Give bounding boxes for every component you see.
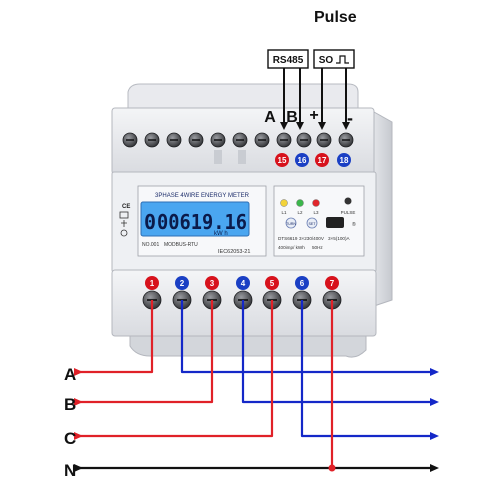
turn-button[interactable]	[285, 217, 297, 229]
neutral-junction-dot	[328, 464, 336, 472]
meter-model: DTS6619	[278, 236, 298, 241]
clock-icon	[120, 229, 128, 237]
terminal-letter-plus: +	[309, 107, 318, 124]
terminal-badge-15	[275, 153, 289, 167]
top-terminal-badges: 15 16 17 18	[275, 153, 351, 167]
so-label: SO	[319, 55, 334, 66]
meter-current: 3×5(100)A	[328, 236, 351, 241]
terminal-badge-3	[205, 276, 219, 290]
terminal-num-18: 18	[340, 156, 349, 165]
rs485-box	[267, 49, 309, 69]
terminal-badge-6	[295, 276, 309, 290]
terminal-badge-5	[265, 276, 279, 290]
l3-led	[312, 199, 320, 207]
terminal-badge-2	[175, 276, 189, 290]
phase-c-in-wire	[80, 300, 274, 438]
ir-symbol-icon: ®	[352, 221, 356, 228]
top-screw-row	[122, 132, 354, 148]
meter-standard: IEC62053-21	[218, 249, 250, 255]
terminal-badge-7	[325, 276, 339, 290]
terminal-letter-b: B	[286, 109, 298, 126]
terminal-num-5: 5	[270, 279, 275, 288]
line-label-n: N	[64, 461, 76, 480]
terminal-badge-16	[295, 153, 309, 167]
rs485-label: RS485	[273, 55, 304, 66]
terminal-num-17: 17	[318, 156, 327, 165]
turn-button-label: TURN	[286, 222, 296, 226]
pulse-led	[344, 197, 352, 205]
lcd-unit: kW h	[214, 231, 228, 237]
l1-led	[280, 199, 288, 207]
set-button[interactable]	[306, 217, 318, 229]
pulse-waveform-icon	[336, 55, 349, 64]
terminal-num-3: 3	[210, 279, 215, 288]
phase-a-in-wire	[80, 300, 154, 374]
so-box	[313, 49, 355, 69]
meter-front-panel: CE 3PHASE 4WIRE ENERGY METER 0 00619.16 …	[119, 185, 365, 257]
terminal-letter-minus: -	[347, 108, 353, 128]
phase-c-out-wire	[300, 300, 430, 438]
antenna-icon	[121, 220, 127, 227]
phase-b-out-wire	[241, 300, 430, 404]
phase-wiring	[74, 300, 439, 472]
terminal-badge-17	[315, 153, 329, 167]
terminal-num-1: 1	[150, 279, 155, 288]
lcd-reading-lead: 0	[144, 210, 156, 234]
terminal-badge-1	[145, 276, 159, 290]
terminal-num-15: 15	[278, 156, 287, 165]
meter-frequency: 50Hz	[312, 245, 323, 250]
line-labels: A B C N	[64, 365, 76, 480]
terminal-num-4: 4	[241, 279, 246, 288]
line-label-c: C	[64, 429, 76, 448]
phase-b-in-wire	[80, 300, 214, 404]
meter-protocol: MODBUS-RTU	[164, 242, 198, 248]
terminal-letter-a: A	[264, 109, 276, 126]
ce-mark: CE	[122, 204, 130, 210]
line-label-b: B	[64, 395, 76, 414]
l2-label: L2	[297, 210, 303, 215]
phase-a-out-wire	[180, 300, 430, 374]
panel-title: 3PHASE 4WIRE ENERGY METER	[155, 193, 250, 199]
l2-led	[296, 199, 304, 207]
set-button-label: SET	[309, 222, 317, 226]
terminal-num-16: 16	[298, 156, 307, 165]
lcd-reading: 00619.16	[157, 210, 247, 234]
ir-port	[326, 217, 344, 228]
meter-number: NO.001	[142, 242, 159, 248]
meter-voltage: 3×230/400V	[299, 236, 325, 241]
terminal-badge-18	[337, 153, 351, 167]
terminal-num-7: 7	[330, 279, 335, 288]
meter-constant: 400imp/ kWh	[278, 245, 305, 250]
waste-bin-icon	[119, 211, 129, 219]
pulse-label: Pulse	[314, 9, 357, 26]
pulse-led-label: PULSE	[341, 210, 356, 215]
l3-label: L3	[313, 210, 319, 215]
terminal-badge-4	[236, 276, 250, 290]
l1-label: L1	[281, 210, 287, 215]
terminal-num-6: 6	[300, 279, 305, 288]
comm-wires	[280, 60, 350, 130]
line-label-a: A	[64, 365, 76, 384]
terminal-num-2: 2	[180, 279, 185, 288]
lcd-display	[140, 201, 250, 237]
